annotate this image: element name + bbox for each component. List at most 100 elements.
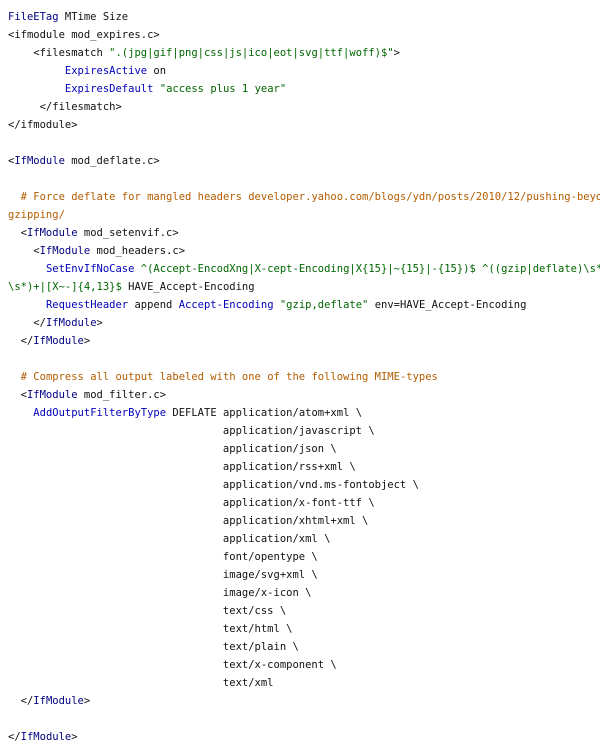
code-token: ExpiresDefault [64,83,154,95]
code-line: image/svg+xml \ [8,566,318,584]
code-token: "gzip,deflate" [279,299,369,311]
code-line: FileETag MTime Size [8,8,128,26]
code-line: gzipping/ [8,206,65,224]
code-token: mod_setenvif.c> [77,227,179,239]
code-token: ^(Accept-EncodXng|X-cept-Encoding|X{15}|… [140,263,476,275]
code-line: </filesmatch> [8,98,122,116]
code-token: ExpiresActive [64,65,148,77]
code-token: font/opentype \ [8,551,318,563]
code-line: <IfModule mod_headers.c> [8,242,185,260]
code-line: text/xml [8,674,274,692]
code-comment: gzipping/ [8,209,65,221]
code-token: text/plain \ [8,641,299,653]
code-token [8,83,65,95]
code-token: application/rss+xml \ [8,461,356,473]
code-token: IfModule [45,317,97,329]
code-line: application/vnd.ms-fontobject \ [8,476,419,494]
code-token: > [83,335,91,347]
code-token: RequestHeader [45,299,129,311]
code-token: > [96,317,103,329]
code-token: <ifmodule mod_expires.c> [8,29,160,41]
code-line: RequestHeader append Accept-Encoding "gz… [8,296,526,314]
code-line: image/x-icon \ [8,584,312,602]
code-token: text/css \ [8,605,287,617]
code-line: </ifmodule> [8,116,78,134]
code-token: application/vnd.ms-fontobject \ [8,479,419,491]
code-token: </filesmatch> [8,101,122,113]
code-token: IfModule [26,227,78,239]
code-token [8,407,33,419]
code-comment: # Force deflate for mangled headers deve… [20,191,600,203]
code-token: MTime Size [58,11,129,23]
code-token: append [128,299,179,311]
code-line: application/xhtml+xml \ [8,512,368,530]
code-token [8,191,21,203]
code-line: text/x-component \ [8,656,337,674]
code-token: Accept-Encoding [178,299,274,311]
code-line: ExpiresDefault "access plus 1 year" [8,80,286,98]
code-token: FileETag [8,11,59,23]
code-token: text/html \ [8,623,293,635]
code-token: SetEnvIfNoCase [45,263,135,275]
code-token: image/x-icon \ [8,587,312,599]
code-token [8,65,65,77]
code-token: application/javascript \ [8,425,375,437]
code-token: </ [8,731,21,743]
code-token: </ [8,695,34,707]
code-token: < [8,227,27,239]
code-line: application/x-font-ttf \ [8,494,375,512]
code-line: <IfModule mod_setenvif.c> [8,224,179,242]
code-line: # Compress all output labeled with one o… [8,368,438,386]
code-line: </IfModule> [8,728,78,746]
code-token: \s*)+|[X~-]{4,13}$ [8,281,122,293]
code-line: \s*)+|[X~-]{4,13}$ HAVE_Accept-Encoding [8,278,255,296]
code-token: <filesmatch [8,47,110,59]
code-token: ".(jpg|gif|png|css|js|ico|eot|svg|ttf|wo… [109,47,394,59]
code-line: <filesmatch ".(jpg|gif|png|css|js|ico|eo… [8,44,400,62]
code-token: > [83,695,91,707]
code-token: DEFLATE application/atom+xml \ [166,407,363,419]
code-token: application/json \ [8,443,337,455]
code-line: <IfModule mod_filter.c> [8,386,166,404]
code-line: # Force deflate for mangled headers deve… [8,188,600,206]
code-token: HAVE_Accept-Encoding [121,281,255,293]
code-line: text/css \ [8,602,286,620]
code-comment: # Compress all output labeled with one o… [20,371,438,383]
code-token: application/xml \ [8,533,331,545]
code-token: IfModule [14,155,65,167]
code-token [8,263,46,275]
code-line: font/opentype \ [8,548,318,566]
code-line: <IfModule mod_deflate.c> [8,152,160,170]
code-line: </IfModule> [8,332,91,350]
code-line: application/json \ [8,440,337,458]
code-line: application/xml \ [8,530,330,548]
code-token: mod_deflate.c> [64,155,160,167]
code-token: text/x-component \ [8,659,337,671]
code-token: IfModule [26,389,78,401]
code-line: SetEnvIfNoCase ^(Accept-EncodXng|X-cept-… [8,260,600,278]
code-token: IfModule [33,335,84,347]
code-token: < [8,155,15,167]
code-token: application/x-font-ttf \ [8,497,375,509]
code-token: < [8,245,40,257]
code-line: ExpiresActive on [8,62,166,80]
code-token: > [393,47,400,59]
code-token: mod_headers.c> [90,245,186,257]
code-token: image/svg+xml \ [8,569,318,581]
code-token: mod_filter.c> [77,389,167,401]
code-token [8,371,21,383]
code-line: </IfModule> [8,314,103,332]
code-line: </IfModule> [8,692,91,710]
code-line: application/rss+xml \ [8,458,356,476]
code-token: </ [8,317,46,329]
code-line: application/javascript \ [8,422,375,440]
code-token: > [71,731,78,743]
code-token: application/xhtml+xml \ [8,515,369,527]
code-token: < [8,389,27,401]
code-token: text/xml [8,677,274,689]
code-line: text/plain \ [8,638,299,656]
code-token: on [147,65,167,77]
code-token: </ [8,335,34,347]
code-token: "access plus 1 year" [159,83,287,95]
